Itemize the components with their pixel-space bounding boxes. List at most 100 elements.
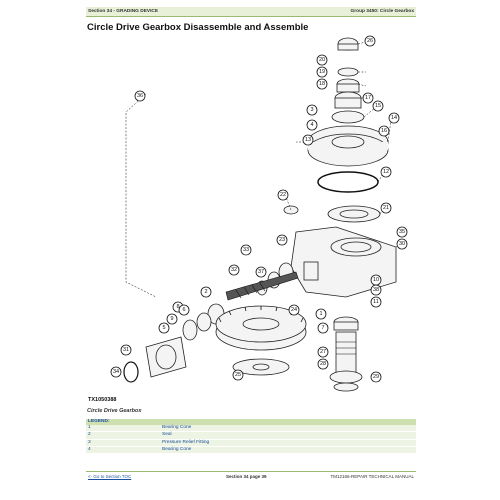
- callout-11: 11: [370, 296, 382, 308]
- svg-text:7: 7: [321, 325, 324, 331]
- legend-desc[interactable]: Seal: [160, 431, 416, 440]
- page-header: Section 34 - GRADING DEVICE Group 3450: …: [86, 7, 416, 17]
- legend-row: 3 Pressure Relief Fitting: [86, 439, 416, 447]
- page-number: Section 34 page 39: [226, 474, 267, 479]
- legend-row: 2 Seal: [86, 431, 416, 440]
- svg-text:19: 19: [319, 69, 325, 75]
- svg-text:16: 16: [381, 128, 387, 134]
- svg-text:26: 26: [367, 38, 373, 44]
- svg-text:31: 31: [123, 347, 129, 353]
- callout-20: 20: [316, 54, 328, 66]
- callout-1: 1: [315, 308, 327, 320]
- callouts: 26 20 19 18 3 4 17 15 14 16 13 12 21 22 …: [110, 35, 408, 383]
- svg-text:2: 2: [204, 289, 207, 295]
- svg-text:29: 29: [373, 374, 379, 380]
- svg-text:37: 37: [258, 269, 264, 275]
- svg-text:22: 22: [280, 192, 286, 198]
- legend-num: 3: [86, 439, 160, 447]
- exploded-view-illustration: 26 20 19 18 3 4 17 15 14 16 13 12 21 22 …: [110, 35, 408, 392]
- seal-part: [331, 110, 365, 124]
- svg-text:34: 34: [113, 369, 119, 375]
- svg-text:36: 36: [137, 93, 143, 99]
- svg-text:3: 3: [310, 107, 313, 113]
- callout-5: 5: [158, 322, 170, 334]
- output-shaft: [335, 331, 357, 378]
- callout-23: 23: [276, 234, 288, 246]
- legend-num: 1: [86, 425, 160, 433]
- washer-part: [337, 67, 359, 77]
- svg-text:8: 8: [176, 304, 179, 310]
- callout-9: 9: [166, 313, 178, 325]
- callout-34: 34: [110, 366, 122, 378]
- svg-text:20: 20: [319, 57, 325, 63]
- toc-link[interactable]: <- Go to Section TOC: [88, 474, 132, 479]
- svg-text:15: 15: [375, 103, 381, 109]
- callout-4: 4: [306, 119, 318, 131]
- callout-18: 18: [316, 78, 328, 90]
- legend-num: 4: [86, 446, 160, 455]
- callout-24: 24: [288, 304, 300, 316]
- svg-text:18: 18: [319, 81, 325, 87]
- o-ring: [317, 171, 379, 193]
- legend-heading: LEGEND:: [86, 419, 416, 426]
- figure-id: TX1050388: [88, 397, 117, 403]
- callout-3: 3: [306, 104, 318, 116]
- svg-text:12: 12: [383, 169, 389, 175]
- header-section: Section 34 - GRADING DEVICE: [88, 9, 159, 14]
- svg-text:21: 21: [383, 205, 389, 211]
- svg-text:17: 17: [365, 95, 371, 101]
- svg-text:13: 13: [305, 137, 311, 143]
- legend-row: 4 Bearing Cone: [86, 446, 416, 455]
- callout-28: 28: [317, 358, 329, 370]
- callout-17: 17: [362, 92, 374, 104]
- callout-19: 19: [316, 66, 328, 78]
- legend-table: LEGEND: 1 Bearing Cone 2 Seal 3 Pressure…: [86, 419, 416, 455]
- callout-14: 14: [388, 112, 400, 124]
- callout-30: 30: [396, 238, 408, 250]
- callout-32: 32: [228, 264, 240, 276]
- callout-12: 12: [380, 166, 392, 178]
- svg-text:5: 5: [162, 325, 165, 331]
- callout-25: 25: [232, 369, 244, 381]
- svg-text:27: 27: [320, 349, 326, 355]
- svg-text:38: 38: [373, 287, 379, 293]
- svg-text:30: 30: [399, 241, 405, 247]
- callout-36: 36: [134, 90, 146, 102]
- legend-num: 2: [86, 431, 160, 440]
- svg-text:32: 32: [231, 267, 237, 273]
- legend-desc[interactable]: Bearing Cone: [160, 446, 416, 455]
- legend-desc[interactable]: Bearing Cone: [160, 425, 416, 433]
- callout-6: 6: [178, 304, 190, 316]
- callout-27: 27: [317, 346, 329, 358]
- callout-38: 38: [370, 284, 382, 296]
- callout-37: 37: [255, 266, 267, 278]
- callout-26: 26: [364, 35, 376, 47]
- figure-caption: Circle Drive Gearbox: [87, 408, 142, 414]
- svg-text:24: 24: [291, 307, 297, 313]
- callout-33: 33: [240, 244, 252, 256]
- callout-13: 13: [302, 134, 314, 146]
- callout-29: 29: [370, 371, 382, 383]
- svg-text:1: 1: [319, 311, 322, 317]
- callout-10: 10: [370, 274, 382, 286]
- legend-desc[interactable]: Pressure Relief Fitting: [160, 439, 416, 447]
- manual-name: TM12166-REPAIR TECHNICAL MANUAL: [330, 474, 414, 479]
- svg-text:4: 4: [310, 122, 313, 128]
- legend-heading-row: LEGEND:: [86, 419, 416, 426]
- svg-text:14: 14: [391, 115, 397, 121]
- legend-row: 1 Bearing Cone: [86, 425, 416, 433]
- svg-text:11: 11: [373, 299, 379, 305]
- svg-text:6: 6: [182, 307, 185, 313]
- svg-text:35: 35: [399, 229, 405, 235]
- page-title: Circle Drive Gearbox Disassemble and Ass…: [87, 22, 309, 33]
- svg-text:28: 28: [320, 361, 326, 367]
- o-ring-34: [123, 361, 139, 383]
- header-group: Group 3450: Circle Gearbox: [350, 9, 414, 14]
- leader-36: [125, 93, 157, 298]
- svg-text:10: 10: [373, 277, 379, 283]
- callout-15: 15: [372, 100, 384, 112]
- callout-21: 21: [380, 202, 392, 214]
- callout-7: 7: [317, 322, 329, 334]
- callout-31: 31: [120, 344, 132, 356]
